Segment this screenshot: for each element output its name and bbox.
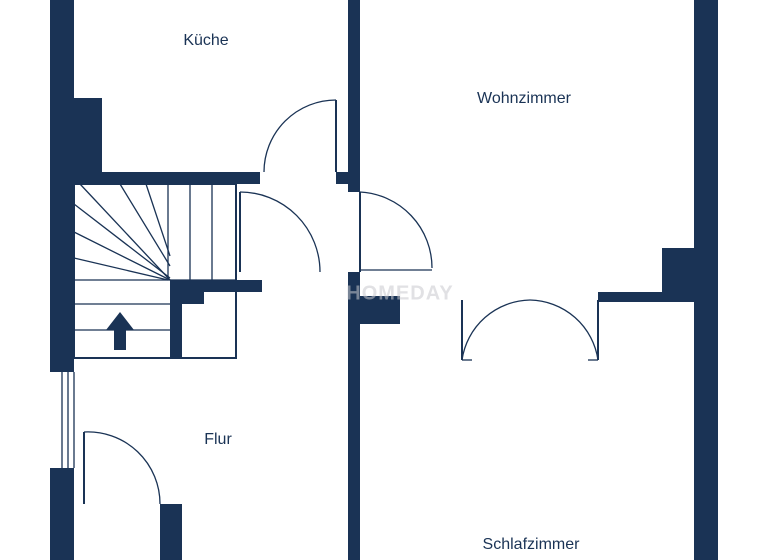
hall-entry-door <box>83 431 161 505</box>
watermark: HOMEDAY <box>346 282 454 305</box>
room-label-bedroom: Schlafzimmer <box>482 536 580 553</box>
stairs-step-block <box>182 292 204 304</box>
wall-living-bottom-right <box>598 292 694 302</box>
stairs-landing-wall <box>170 280 262 292</box>
living-door <box>359 191 433 272</box>
kitchen-pillar <box>74 98 102 172</box>
room-label-living: Wohnzimmer <box>477 90 571 107</box>
window-left <box>61 372 75 468</box>
room-label-kitchen: Küche <box>183 32 229 49</box>
kitchen-door <box>263 99 337 173</box>
wall-left-upper <box>50 0 74 372</box>
staircase <box>73 183 237 359</box>
wall-right <box>694 0 718 560</box>
wall-kitchen-bottom <box>74 172 260 184</box>
hall-door-jamb-right <box>160 504 182 560</box>
hall-door-jamb-left <box>50 468 74 560</box>
bedroom-double-door <box>461 299 599 361</box>
wall-bedroom-top-stub <box>360 296 400 324</box>
wall-center-knob <box>348 184 360 192</box>
wall-kitchen-right <box>348 0 360 180</box>
room-label-hall: Flur <box>204 431 232 448</box>
stairs-door <box>239 191 321 273</box>
living-pillar <box>662 248 694 292</box>
wall-center-lower <box>348 272 360 560</box>
stairs-up-arrow-icon <box>106 312 134 350</box>
wall-kitchen-right-stub <box>336 172 360 184</box>
stairs-side-wall <box>170 292 182 358</box>
